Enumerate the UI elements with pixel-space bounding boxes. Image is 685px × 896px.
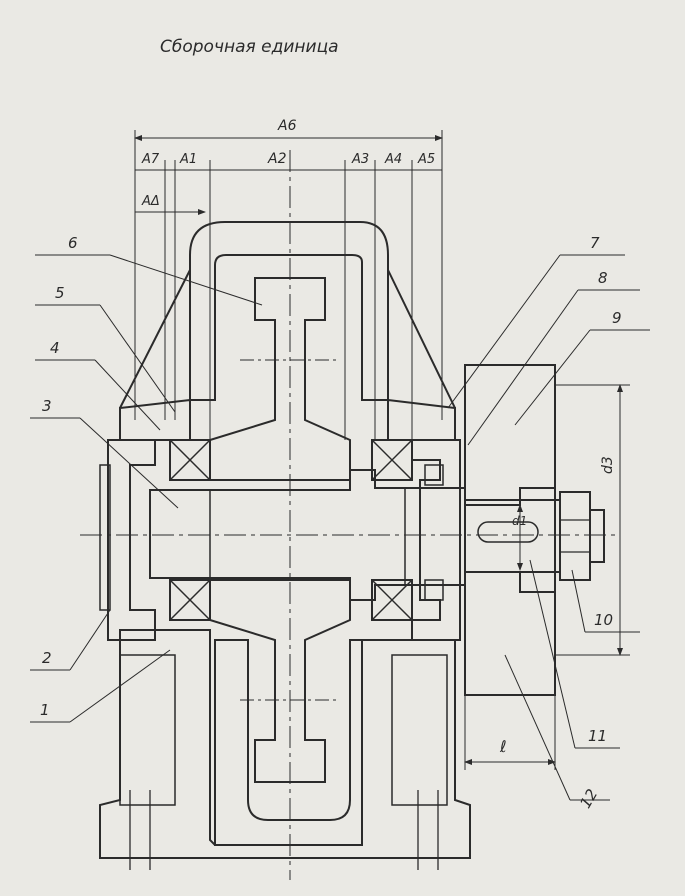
dim-l: ℓ	[499, 737, 507, 756]
callouts: 6 5 4 3 2 1 7 8 9 10	[30, 234, 650, 811]
dim-d3: d3	[600, 456, 616, 474]
dim-d1: d1	[512, 514, 527, 528]
nut-part-10	[559, 491, 605, 581]
left-bearing	[169, 439, 211, 621]
callout-6: 6	[68, 234, 78, 252]
right-cap-part-7	[411, 439, 461, 641]
callout-12: 12	[576, 786, 601, 812]
dim-a7: A7	[141, 152, 160, 167]
callout-1: 1	[40, 701, 50, 719]
dim-a5: A5	[417, 152, 435, 167]
dim-a4: A4	[384, 152, 402, 167]
drawing-title: Сборочная единица	[160, 37, 339, 57]
callout-3: 3	[42, 397, 52, 415]
callout-8: 8	[598, 269, 608, 287]
dim-a2: A2	[267, 151, 287, 167]
callout-7: 7	[590, 234, 600, 252]
callout-11: 11	[588, 727, 607, 745]
dim-a6: A6	[277, 118, 297, 134]
dim-a3: A3	[351, 152, 369, 167]
dim-a-delta: AΔ	[141, 194, 160, 209]
gear-part-6	[209, 277, 351, 783]
callout-10: 10	[594, 611, 613, 629]
callout-4: 4	[50, 339, 60, 357]
dim-a1: A1	[179, 152, 197, 167]
callout-2: 2	[42, 649, 52, 667]
right-bearing	[371, 439, 413, 621]
callout-9: 9	[612, 309, 622, 327]
end-cap-part-2	[99, 439, 156, 641]
housing-part-1	[99, 221, 471, 870]
callout-5: 5	[55, 284, 65, 302]
dimension-chain: A6 A7 A1 A2 A3 A4 A5 AΔ d3 d1 ℓ	[134, 118, 630, 770]
